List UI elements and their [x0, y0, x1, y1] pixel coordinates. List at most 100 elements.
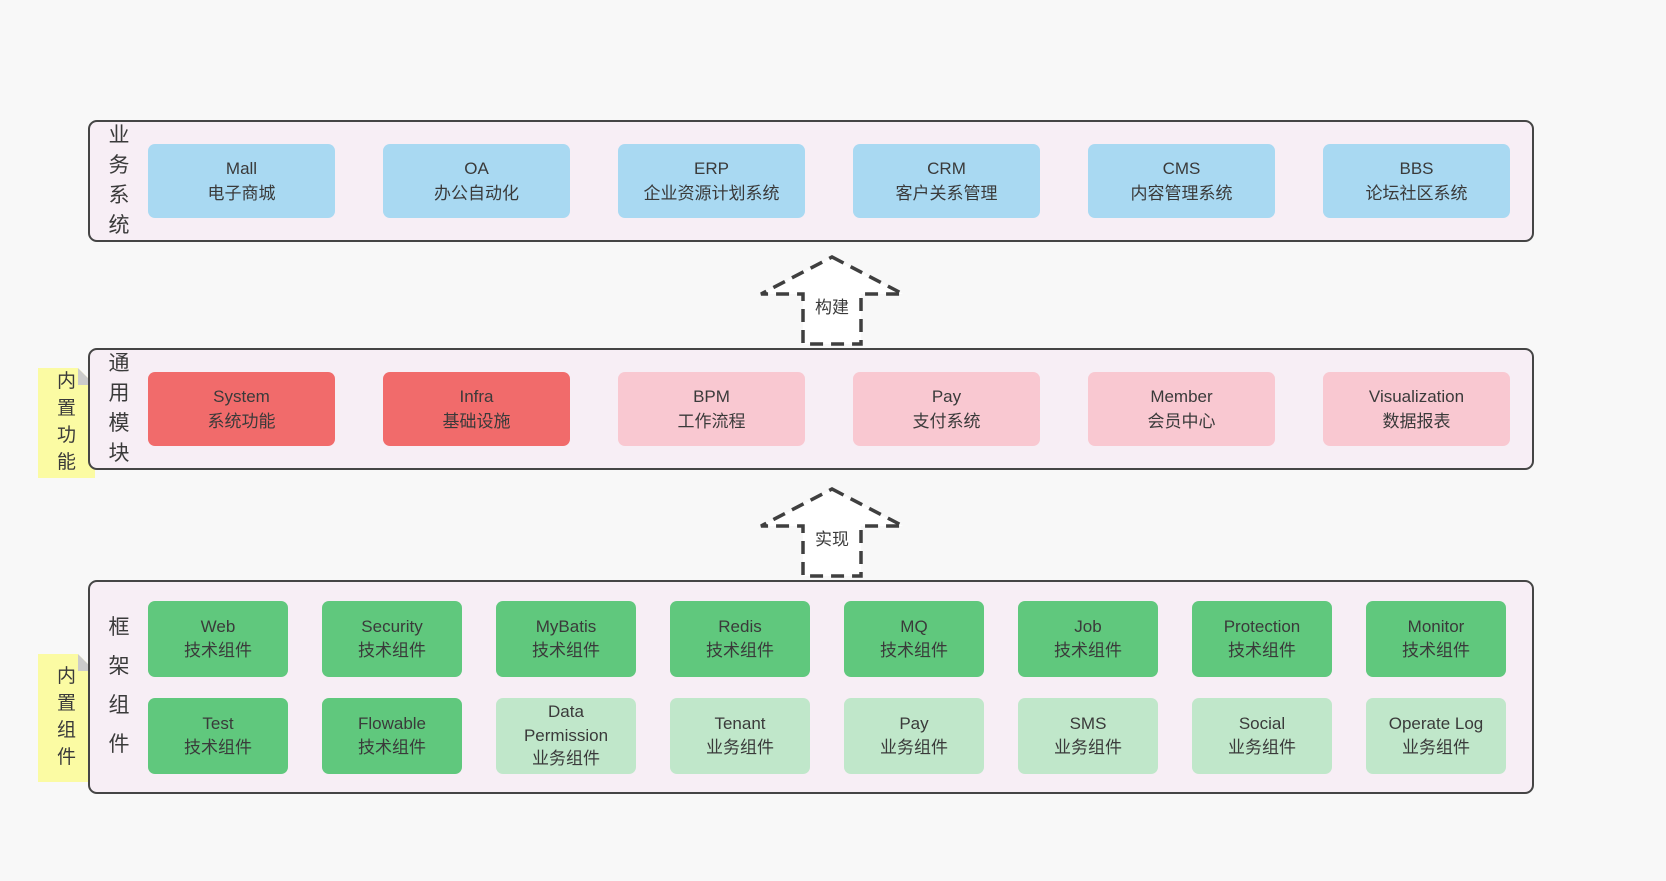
box-data-permission-subtitle: 业务组件	[532, 749, 600, 769]
box-redis-subtitle: 技术组件	[706, 640, 774, 660]
common-modules-label: 通用模块	[90, 350, 148, 468]
build-arrow: 构建	[757, 254, 907, 348]
box-pay-module-subtitle: 支付系统	[912, 412, 981, 431]
box-member: Member 会员中心	[1088, 372, 1275, 446]
framework-components-label-text: 框架组件	[108, 616, 130, 756]
box-monitor-title: Monitor	[1407, 616, 1465, 636]
build-arrow-label: 构建	[815, 298, 849, 317]
box-cms: CMS 内容管理系统	[1088, 144, 1275, 218]
box-web-title: Web	[200, 616, 236, 636]
box-social-title: Social	[1238, 713, 1286, 733]
box-bpm: BPM 工作流程	[618, 372, 805, 446]
box-infra-title: Infra	[459, 386, 494, 406]
box-system-title: System	[213, 386, 270, 406]
framework-components-label: 框架组件	[90, 582, 148, 792]
business-systems-row: Mall 电子商城 OA 办公自动化 ERP 企业资源计划系统 CRM 客户关系…	[148, 122, 1532, 240]
box-bbs-subtitle: 论坛社区系统	[1365, 184, 1468, 203]
box-oa-title: OA	[464, 158, 489, 178]
common-modules-layer: 通用模块 System 系统功能 Infra 基础设施 BPM 工作流程 Pay…	[88, 348, 1534, 470]
box-pay-component-title: Pay	[899, 713, 929, 733]
common-modules-label-text: 通用模块	[108, 352, 130, 465]
box-flowable-subtitle: 技术组件	[358, 737, 426, 757]
box-mybatis: MyBatis 技术组件	[496, 600, 636, 677]
box-pay-module: Pay 支付系统	[853, 372, 1040, 446]
box-bbs: BBS 论坛社区系统	[1323, 144, 1510, 218]
box-sms-subtitle: 业务组件	[1054, 737, 1122, 757]
box-tenant-title: Tenant	[714, 713, 766, 733]
box-operate-log: Operate Log 业务组件	[1366, 697, 1506, 774]
framework-components-layer: 框架组件 Web 技术组件 Security 技术组件 MyBatis 技术组件…	[88, 580, 1534, 794]
box-test-subtitle: 技术组件	[184, 737, 252, 757]
builtin-components-note-text: 内置组件	[56, 666, 76, 768]
box-data-permission-title: Data Permission	[523, 701, 609, 745]
box-security-subtitle: 技术组件	[358, 640, 426, 660]
common-modules-row: System 系统功能 Infra 基础设施 BPM 工作流程 Pay 支付系统…	[148, 350, 1532, 468]
box-operate-log-subtitle: 业务组件	[1402, 737, 1470, 757]
box-protection-subtitle: 技术组件	[1228, 640, 1296, 660]
box-monitor: Monitor 技术组件	[1366, 600, 1506, 677]
box-pay-module-title: Pay	[931, 386, 962, 406]
box-bbs-title: BBS	[1399, 158, 1434, 178]
box-system: System 系统功能	[148, 372, 335, 446]
builtin-components-note: 内置组件	[38, 654, 95, 782]
box-member-title: Member	[1150, 386, 1213, 406]
box-visualization: Visualization 数据报表	[1323, 372, 1510, 446]
box-mq-subtitle: 技术组件	[880, 640, 948, 660]
box-protection-title: Protection	[1223, 616, 1301, 636]
implement-arrow-label: 实现	[815, 530, 849, 549]
builtin-functions-note-text: 内置功能	[56, 371, 76, 473]
box-erp-subtitle: 企业资源计划系统	[643, 184, 780, 203]
box-cms-subtitle: 内容管理系统	[1130, 184, 1233, 203]
box-pay-component-subtitle: 业务组件	[880, 737, 948, 757]
box-bpm-title: BPM	[693, 386, 730, 406]
box-oa-subtitle: 办公自动化	[434, 184, 519, 203]
business-systems-label: 业务系统	[90, 122, 148, 240]
box-mall-subtitle: 电子商城	[207, 184, 276, 203]
box-test-title: Test	[202, 713, 234, 733]
box-crm-subtitle: 客户关系管理	[895, 184, 998, 203]
box-mybatis-subtitle: 技术组件	[532, 640, 600, 660]
framework-components-grid: Web 技术组件 Security 技术组件 MyBatis 技术组件 Redi…	[148, 582, 1532, 792]
box-crm-title: CRM	[927, 158, 966, 178]
box-mybatis-title: MyBatis	[535, 616, 597, 636]
box-job-subtitle: 技术组件	[1054, 640, 1122, 660]
box-data-permission: Data Permission 业务组件	[496, 697, 636, 774]
box-cms-title: CMS	[1162, 158, 1201, 178]
box-social: Social 业务组件	[1192, 697, 1332, 774]
box-monitor-subtitle: 技术组件	[1402, 640, 1470, 660]
box-flowable-title: Flowable	[357, 713, 427, 733]
up-arrow-icon	[760, 487, 904, 578]
box-test: Test 技术组件	[148, 697, 288, 774]
box-flowable: Flowable 技术组件	[322, 697, 462, 774]
up-arrow-icon	[760, 255, 904, 346]
box-web-subtitle: 技术组件	[184, 640, 252, 660]
box-security-title: Security	[361, 616, 423, 636]
box-operate-log-title: Operate Log	[1388, 713, 1484, 733]
box-sms-title: SMS	[1069, 713, 1107, 733]
box-erp: ERP 企业资源计划系统	[618, 144, 805, 218]
box-mq-title: MQ	[900, 616, 928, 636]
box-mall-title: Mall	[225, 158, 258, 178]
box-redis-title: Redis	[718, 616, 762, 636]
box-mall: Mall 电子商城	[148, 144, 335, 218]
box-redis: Redis 技术组件	[670, 600, 810, 677]
box-erp-title: ERP	[694, 158, 729, 178]
box-member-subtitle: 会员中心	[1147, 412, 1216, 431]
builtin-functions-note: 内置功能	[38, 368, 95, 478]
box-job-title: Job	[1074, 616, 1102, 636]
box-oa: OA 办公自动化	[383, 144, 570, 218]
box-visualization-title: Visualization	[1368, 386, 1465, 406]
business-systems-label-text: 业务系统	[108, 124, 130, 237]
implement-arrow: 实现	[757, 486, 907, 580]
box-bpm-subtitle: 工作流程	[677, 412, 746, 431]
box-mq: MQ 技术组件	[844, 600, 984, 677]
box-protection: Protection 技术组件	[1192, 600, 1332, 677]
box-tenant-subtitle: 业务组件	[706, 737, 774, 757]
box-pay-component: Pay 业务组件	[844, 697, 984, 774]
box-tenant: Tenant 业务组件	[670, 697, 810, 774]
box-infra: Infra 基础设施	[383, 372, 570, 446]
box-crm: CRM 客户关系管理	[853, 144, 1040, 218]
box-sms: SMS 业务组件	[1018, 697, 1158, 774]
box-system-subtitle: 系统功能	[207, 412, 276, 431]
